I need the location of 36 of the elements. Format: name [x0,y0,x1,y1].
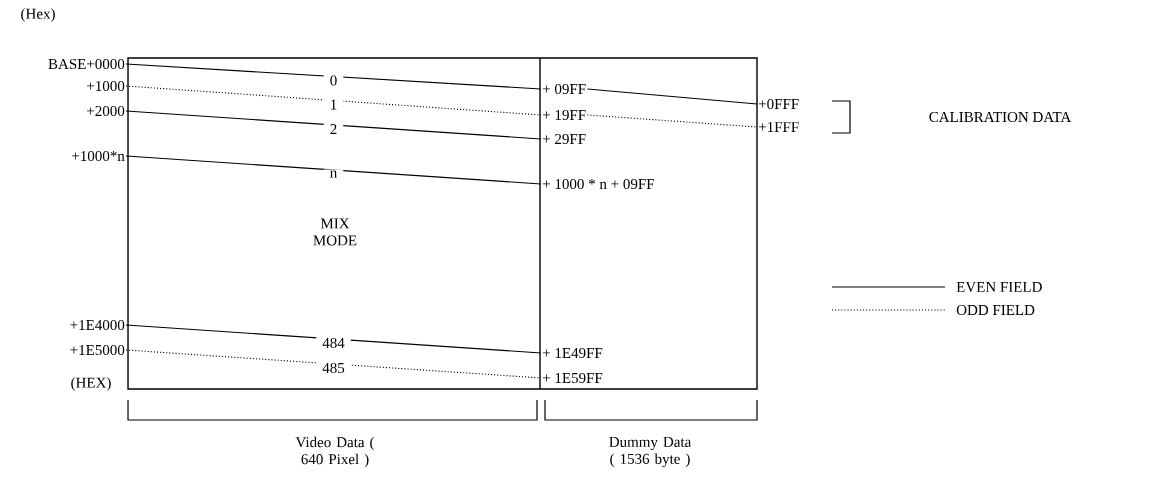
row-number: 484 [316,336,351,350]
text-label: MIX MODE [313,218,357,246]
row-number: n [323,169,344,179]
address-label: + 1E59FF [542,372,603,384]
row-number: 0 [323,74,344,87]
line [125,155,542,185]
line [125,324,542,354]
address-label: + 19FF [542,109,586,121]
address-label: +1FFF [758,122,799,132]
text-label: CALIBRATION DATA [929,111,1072,123]
row-number: 1 [323,98,344,111]
legend-label: ODD FIELD [956,304,1035,316]
line [125,85,542,116]
line [586,114,758,128]
address-label: +1000 [87,80,125,92]
line [125,63,542,90]
address-label: +1E4000 [70,319,125,331]
address-label: BASE+0000 [48,58,125,70]
row-number: 485 [316,361,351,375]
line [586,88,758,105]
text-label: Video Data ( 640 Pixel ) [295,436,375,468]
address-label: + 29FF [542,133,586,145]
address-label: +0FFF [758,98,799,110]
address-label: +1000*n [72,150,125,162]
text-label: (HEX) [71,377,111,391]
address-label: + 1E49FF [542,347,603,359]
address-label: + 09FF [542,83,586,95]
line [125,110,542,140]
address-label: +2000 [87,105,125,117]
address-label: + 1000 * n + 09FF [542,178,654,190]
line [125,349,542,379]
legend-label: EVEN FIELD [956,281,1042,292]
text-label: Dummy Data ( 1536 byte ) [609,436,692,467]
text-label: (Hex) [21,8,55,22]
address-label: +1E5000 [70,344,125,356]
row-number: 2 [323,123,344,135]
